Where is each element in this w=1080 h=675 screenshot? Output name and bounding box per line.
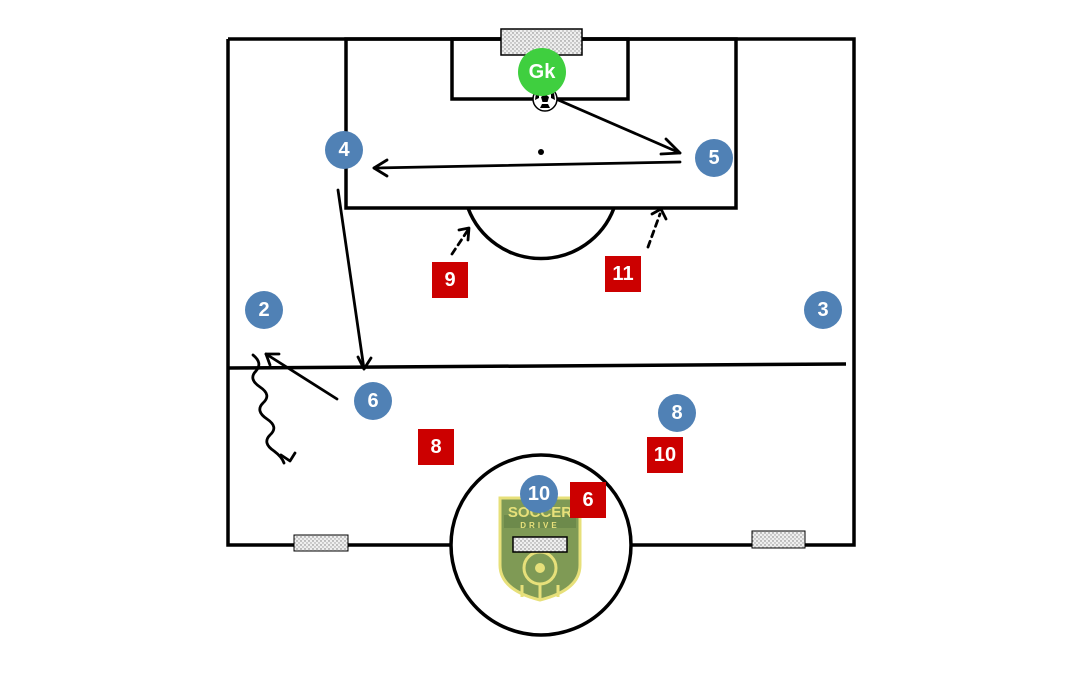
red-player-11[interactable]: 11 (605, 256, 641, 292)
red-player-6[interactable]: 6 (570, 482, 606, 518)
goalkeeper[interactable]: Gk (518, 48, 566, 96)
pass-gk-to-5 (554, 97, 682, 155)
blue-player-8[interactable]: 8 (658, 394, 696, 432)
dribble-2 (251, 353, 286, 465)
logo-line2: DRIVE (520, 521, 559, 530)
blue-player-10[interactable]: 10 (520, 475, 558, 513)
penalty-spot (538, 149, 544, 155)
bottom-right-goal (751, 530, 806, 549)
move-9 (450, 228, 470, 256)
red-player-9[interactable]: 9 (432, 262, 468, 298)
run-6 (264, 352, 339, 401)
penalty-arc (466, 207, 616, 261)
pitch-boundary (226, 37, 856, 547)
red-player-10[interactable]: 10 (647, 437, 683, 473)
center-goal (512, 536, 568, 553)
blue-player-4[interactable]: 4 (325, 131, 363, 169)
pass-5-to-4 (372, 160, 682, 170)
blue-player-6[interactable]: 6 (354, 382, 392, 420)
movement-arrowheads (457, 207, 668, 242)
blue-player-3[interactable]: 3 (804, 291, 842, 329)
arrows (251, 97, 682, 465)
halfway-line (227, 362, 847, 370)
bottom-left-goal (293, 534, 349, 552)
move-11 (646, 212, 662, 249)
blue-player-2[interactable]: 2 (245, 291, 283, 329)
pass-4-to-6 (336, 188, 366, 371)
center-circle (449, 453, 633, 637)
movement-arrows (450, 212, 662, 256)
blue-player-5[interactable]: 5 (695, 139, 733, 177)
red-player-8[interactable]: 8 (418, 429, 454, 465)
